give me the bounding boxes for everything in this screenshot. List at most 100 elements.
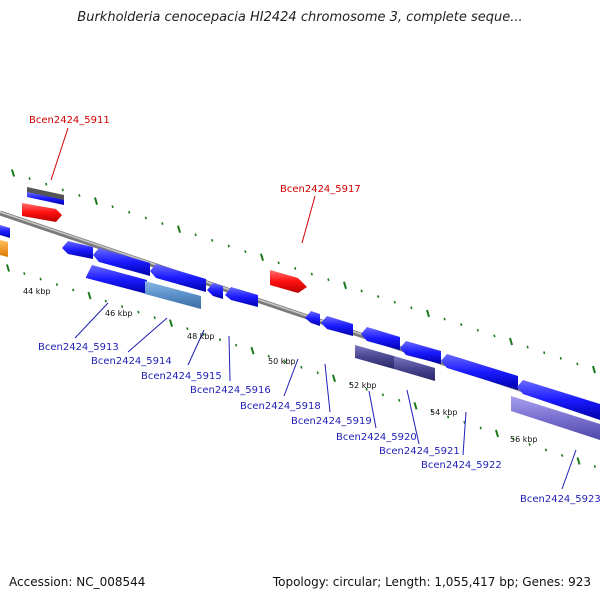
major-tick <box>342 281 348 290</box>
major-tick <box>5 264 11 272</box>
kbp-label-46: 46 kbp <box>105 309 133 318</box>
minor-tick <box>153 316 156 320</box>
minor-tick <box>576 362 579 366</box>
minor-tick <box>460 323 463 327</box>
minor-tick <box>310 272 313 276</box>
gene-feature-bcen2424-5913a[interactable] <box>93 248 150 276</box>
major-tick <box>10 169 16 177</box>
gene-label-bcen2424-5920[interactable]: Bcen2424_5920 <box>336 432 417 443</box>
minor-tick <box>128 210 131 214</box>
minor-tick <box>277 261 280 265</box>
minor-tick <box>398 398 401 402</box>
outer-tick-ring <box>10 169 597 374</box>
gene-feature-bcen2424-5920a[interactable] <box>361 327 400 350</box>
minor-tick <box>23 272 26 275</box>
major-tick <box>176 225 182 233</box>
gene-feature-bcen2424-5911[interactable] <box>22 203 62 222</box>
minor-tick <box>593 465 596 468</box>
minor-tick <box>349 382 352 386</box>
kbp-label-48: 48 kbp <box>187 332 215 341</box>
callout-line-bcen2424-5915 <box>187 329 205 366</box>
gene-label-bcen2424-5917[interactable]: Bcen2424_5917 <box>280 184 361 195</box>
gene-feature-bcen2424-5911-b[interactable] <box>27 192 64 205</box>
minor-tick <box>137 310 140 314</box>
minor-tick <box>45 182 48 186</box>
minor-tick <box>244 250 247 254</box>
minor-tick <box>393 300 396 304</box>
minor-tick <box>327 278 330 282</box>
gene-label-bcen2424-5913[interactable]: Bcen2424_5913 <box>38 342 119 353</box>
minor-tick <box>111 205 114 209</box>
gene-label-bcen2424-5921[interactable]: Bcen2424_5921 <box>379 446 460 457</box>
gene-label-bcen2424-5914[interactable]: Bcen2424_5914 <box>91 356 172 367</box>
gene-feature-bcen2424-5913[interactable] <box>86 265 147 294</box>
minor-tick <box>78 194 81 197</box>
minor-tick <box>194 233 197 237</box>
gene-feature-bcen2424-5911-outline[interactable] <box>27 187 64 201</box>
minor-tick <box>543 351 546 355</box>
minor-tick <box>300 365 303 369</box>
minor-tick <box>161 222 164 225</box>
kbp-label-54: 54 kbp <box>430 408 458 417</box>
topology-stats-text: Topology: circular; Length: 1,055,417 bp… <box>272 575 591 589</box>
gene-label-bcen2424-5918[interactable]: Bcen2424_5918 <box>240 401 321 412</box>
major-tick <box>259 253 265 262</box>
gene-feature-bcen2424-5923a[interactable] <box>517 380 600 420</box>
minor-tick <box>202 332 205 336</box>
gene-feature-bcen2424-5922a[interactable] <box>441 354 518 390</box>
major-tick <box>508 337 514 346</box>
gene-feature-bcen2424-5920[interactable] <box>355 345 394 369</box>
gene-label-bcen2424-5915[interactable]: Bcen2424_5915 <box>141 371 222 382</box>
gene-label-bcen2424-5916[interactable]: Bcen2424_5916 <box>190 385 271 396</box>
callout-line-bcen2424-5916 <box>228 335 231 382</box>
minor-tick <box>227 244 230 248</box>
gene-feature-bcen2424-5921[interactable] <box>394 356 435 381</box>
gene-feature-bcen2424-5916[interactable] <box>225 287 258 307</box>
callout-line-bcen2424-5914 <box>127 317 168 353</box>
kbp-label-56: 56 kbp <box>510 435 538 444</box>
callout-line-bcen2424-5917 <box>301 195 316 244</box>
minor-tick <box>360 289 363 293</box>
map-title: Burkholderia cenocepacia HI2424 chromoso… <box>77 10 523 25</box>
minor-tick <box>365 387 368 391</box>
gene-feature-bcen2424-5919[interactable] <box>321 316 353 336</box>
minor-tick <box>267 354 270 358</box>
gene-feature-bcen2424-5917[interactable] <box>270 270 307 293</box>
gene-feature-orange[interactable] <box>0 240 8 257</box>
gene-feature-bcen2424-5921a[interactable] <box>400 341 441 364</box>
gene-feature-bcen2424-5914[interactable] <box>145 281 201 309</box>
gene-feature-left-blue[interactable] <box>0 225 10 238</box>
minor-tick <box>72 288 75 292</box>
minor-tick <box>410 306 413 310</box>
minor-tick <box>377 295 380 298</box>
major-tick <box>168 319 174 327</box>
gene-label-bcen2424-5919[interactable]: Bcen2424_5919 <box>291 416 372 427</box>
callout-line-bcen2424-5918 <box>283 358 299 397</box>
gene-label-bcen2424-5911[interactable]: Bcen2424_5911 <box>29 115 110 126</box>
minor-tick <box>186 327 189 331</box>
callout-line-bcen2424-5921 <box>406 389 420 445</box>
minor-tick <box>463 420 466 424</box>
gene-label-bcen2424-5923[interactable]: Bcen2424_5923 <box>520 494 600 505</box>
gene-feature-bcen2424-5918[interactable] <box>305 311 320 326</box>
gene-label-bcen2424-5922[interactable]: Bcen2424_5922 <box>421 460 502 471</box>
major-tick <box>576 457 581 465</box>
major-tick <box>494 429 500 438</box>
minor-tick <box>283 360 287 364</box>
major-tick <box>250 346 255 355</box>
minor-tick <box>528 443 531 446</box>
minor-tick <box>218 338 222 342</box>
minor-tick <box>512 437 515 441</box>
gene-feature-bcen2424-5912[interactable] <box>62 241 93 259</box>
minor-tick <box>381 393 385 397</box>
gene-feature-bcen2424-5923[interactable] <box>511 396 600 440</box>
kbp-label-52: 52 kbp <box>349 381 377 390</box>
minor-tick <box>211 238 214 242</box>
major-tick <box>331 374 337 383</box>
gene-feature-bcen2424-5913b[interactable] <box>150 264 206 292</box>
minor-tick <box>430 409 433 413</box>
minor-tick <box>55 283 59 286</box>
gene-feature-bcen2424-5915[interactable] <box>207 283 223 299</box>
minor-tick <box>443 317 446 321</box>
